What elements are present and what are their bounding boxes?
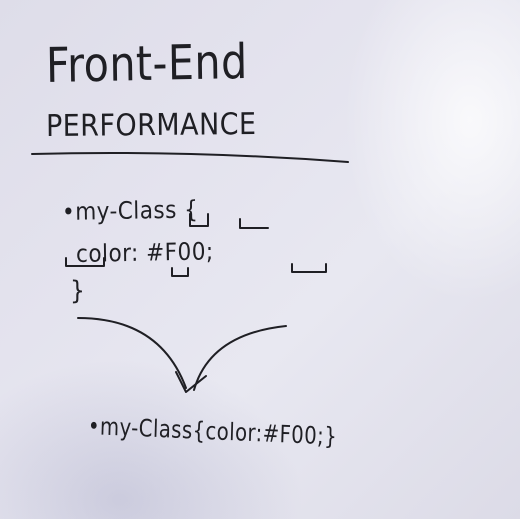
space-marker xyxy=(239,218,269,229)
space-marker xyxy=(291,263,327,273)
arrow-curve-right xyxy=(193,325,287,391)
space-marker xyxy=(65,257,105,267)
arrow-head xyxy=(175,371,207,393)
code-line-selector: •my-Class { xyxy=(61,195,199,226)
arrow-curve-left xyxy=(77,317,187,389)
heading-subtitle: PERFORMANCE xyxy=(45,106,257,144)
heading-underline xyxy=(31,152,349,163)
code-line-declaration: color: #F00; xyxy=(75,237,214,268)
heading-title: Front-End xyxy=(45,33,249,94)
space-marker xyxy=(171,267,189,277)
code-line-closing-brace: } xyxy=(70,276,86,306)
space-marker xyxy=(189,213,209,227)
